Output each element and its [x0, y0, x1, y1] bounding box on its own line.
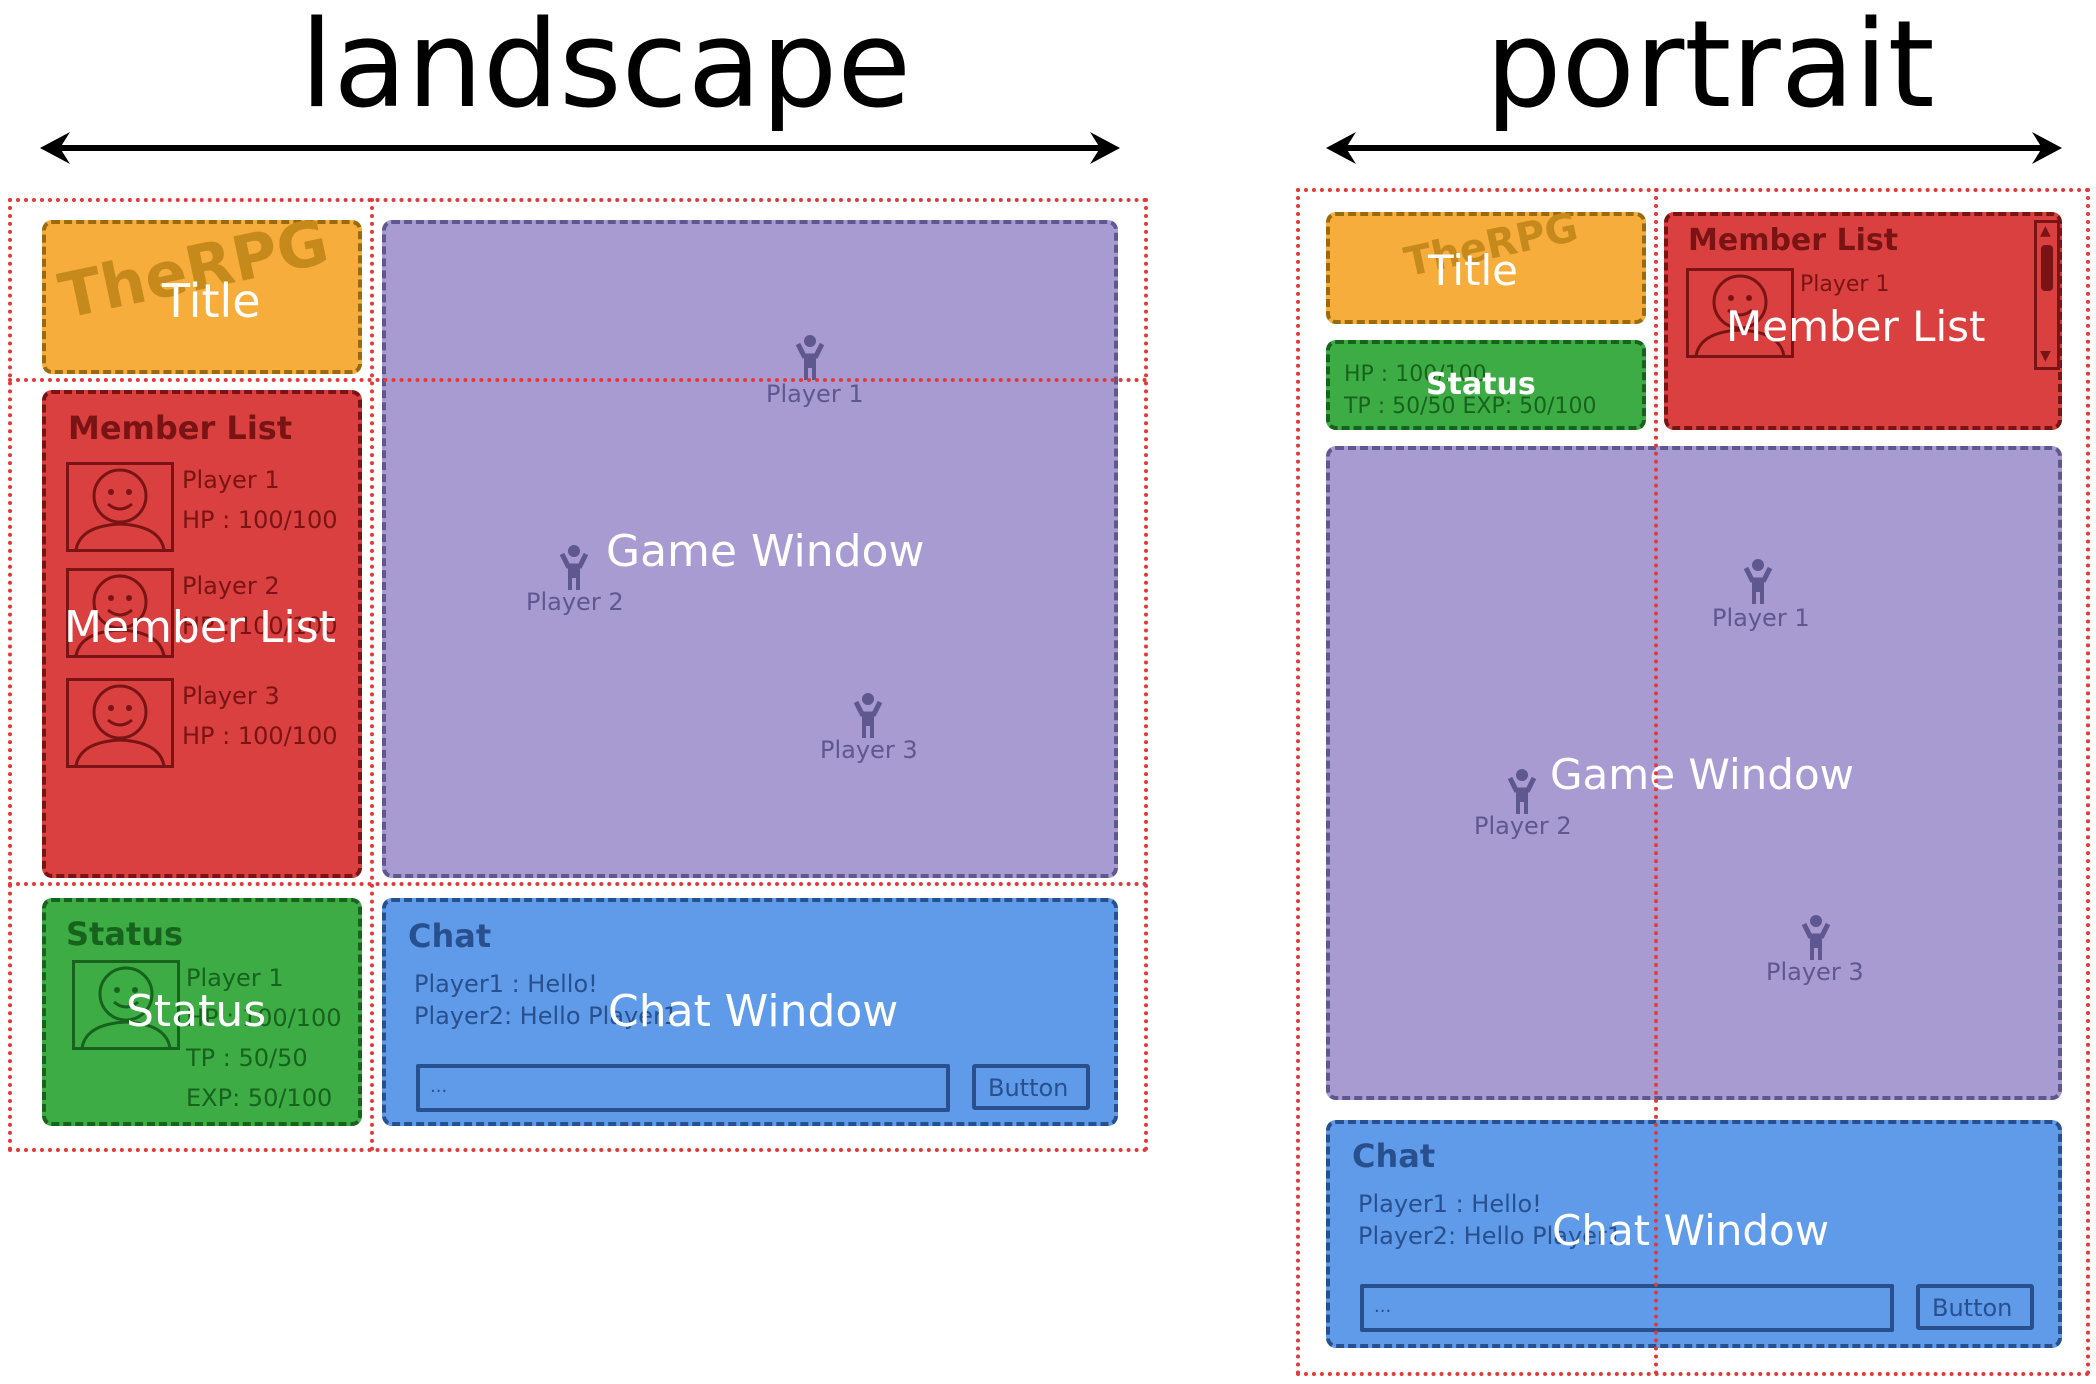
status-tp: TP : 50/50	[186, 1044, 308, 1072]
portrait-status-line-1: HP : 100/100	[1344, 362, 1487, 387]
chat-line-2: Player2: Hello Player1	[414, 1002, 679, 1030]
portrait-player-1-avatar-icon	[1686, 268, 1794, 358]
member-player-3-name: Player 3	[182, 682, 280, 710]
scroll-down-icon[interactable]: ▼	[2040, 348, 2051, 364]
player-1-sprite-icon	[795, 335, 825, 380]
landscape-title-label: Title	[162, 274, 261, 328]
portrait-chat-header: Chat	[1352, 1137, 1436, 1175]
game-player-1-label: Player 1	[766, 380, 864, 408]
portrait-chat-window-label: Chat Window	[1552, 1206, 1830, 1255]
portrait-member-player-1-name: Player 1	[1800, 272, 1890, 297]
player-2-sprite-icon	[559, 545, 589, 590]
portrait-game-player-1-label: Player 1	[1712, 604, 1810, 632]
status-avatar-icon	[72, 960, 180, 1050]
game-player-3-label: Player 3	[820, 736, 918, 764]
portrait-game-player-3-label: Player 3	[1766, 958, 1864, 986]
portrait-width-arrow-icon	[1326, 132, 2062, 164]
heading-portrait: portrait	[1485, 0, 1935, 135]
portrait-status-label: Status	[1426, 367, 1536, 402]
scroll-up-icon[interactable]: ▲	[2040, 223, 2051, 239]
landscape-chat-panel: Chat Player1 : Hello! Player2: Hello Pla…	[382, 898, 1118, 1126]
landscape-width-arrow-icon	[40, 132, 1120, 164]
status-player-name: Player 1	[186, 964, 284, 992]
game-player-2-label: Player 2	[526, 588, 624, 616]
player-3-avatar-icon	[66, 678, 174, 768]
chat-input[interactable]: ...	[416, 1064, 950, 1112]
member-player-2-hp: HP : 100/100	[182, 612, 338, 640]
scroll-thumb[interactable]	[2041, 245, 2053, 291]
chat-send-button[interactable]: Button	[972, 1064, 1090, 1110]
portrait-title-label: Title	[1428, 246, 1519, 295]
status-exp: EXP: 50/100	[186, 1084, 333, 1112]
portrait-status-line-2: TP : 50/50 EXP: 50/100	[1344, 394, 1597, 419]
portrait-game-player-2-label: Player 2	[1474, 812, 1572, 840]
member-player-2-name: Player 2	[182, 572, 280, 600]
portrait-status-panel: HP : 100/100 TP : 50/50 EXP: 50/100	[1326, 340, 1646, 430]
status-header: Status	[66, 915, 184, 953]
portrait-member-list-panel: Member List Player 1 ▲ ▼	[1664, 212, 2062, 430]
portrait-member-list-scrollbar[interactable]: ▲ ▼	[2034, 220, 2060, 370]
portrait-member-list-label: Member List	[1726, 302, 1986, 351]
portrait-guide-frame	[1296, 188, 2090, 1376]
portrait-title-panel: TheRPG	[1326, 204, 1646, 324]
heading-landscape: landscape	[300, 0, 912, 135]
landscape-guide-horizontal-top	[8, 378, 1148, 382]
landscape-game-window-panel: Player 1 Player 2 Player 3	[382, 220, 1118, 878]
portrait-chat-line-1: Player1 : Hello!	[1358, 1190, 1542, 1218]
landscape-status-label: Status	[126, 986, 267, 1037]
portrait-chat-line-2: Player2: Hello Player1	[1358, 1222, 1623, 1250]
landscape-title-panel: TheRPG	[42, 205, 362, 374]
landscape-guide-vertical	[370, 198, 374, 1152]
portrait-chat-input-placeholder: ...	[1374, 1296, 1392, 1317]
portrait-chat-send-button-label: Button	[1932, 1294, 2013, 1322]
chat-input-placeholder: ...	[430, 1076, 448, 1097]
landscape-member-list-label: Member List	[64, 602, 336, 653]
landscape-status-panel: Status Player 1 HP : 100/100 TP : 50/50 …	[42, 898, 362, 1126]
landscape-guide-horizontal-bottom	[8, 882, 1148, 886]
portrait-player-2-sprite-icon	[1507, 769, 1537, 814]
portrait-player-1-sprite-icon	[1743, 559, 1773, 604]
portrait-player-3-sprite-icon	[1801, 915, 1831, 960]
portrait-member-list-header: Member List	[1688, 223, 1899, 258]
player-3-sprite-icon	[853, 693, 883, 738]
portrait-guide-vertical	[1654, 188, 1658, 1376]
player-1-avatar-icon	[66, 462, 174, 552]
chat-send-button-label: Button	[988, 1074, 1069, 1102]
landscape-game-window-label: Game Window	[606, 526, 925, 577]
landscape-member-list-panel: Member List Player 1 HP : 100/100 Player…	[42, 390, 362, 878]
member-player-3-hp: HP : 100/100	[182, 722, 338, 750]
landscape-guide-frame	[8, 198, 1148, 1152]
portrait-game-window-label: Game Window	[1550, 750, 1854, 799]
landscape-chat-window-label: Chat Window	[608, 986, 899, 1037]
member-player-1-name: Player 1	[182, 466, 280, 494]
member-player-1-hp: HP : 100/100	[182, 506, 338, 534]
portrait-chat-panel: Chat Player1 : Hello! Player2: Hello Pla…	[1326, 1120, 2062, 1348]
chat-header: Chat	[408, 917, 492, 955]
chat-line-1: Player1 : Hello!	[414, 970, 598, 998]
member-list-header: Member List	[68, 409, 293, 447]
status-hp: HP : 100/100	[186, 1004, 342, 1032]
player-2-avatar-icon	[66, 568, 174, 658]
portrait-chat-send-button[interactable]: Button	[1916, 1284, 2034, 1330]
portrait-chat-input[interactable]: ...	[1360, 1284, 1894, 1332]
portrait-game-window-panel: Player 1 Player 2 Player 3	[1326, 446, 2062, 1100]
